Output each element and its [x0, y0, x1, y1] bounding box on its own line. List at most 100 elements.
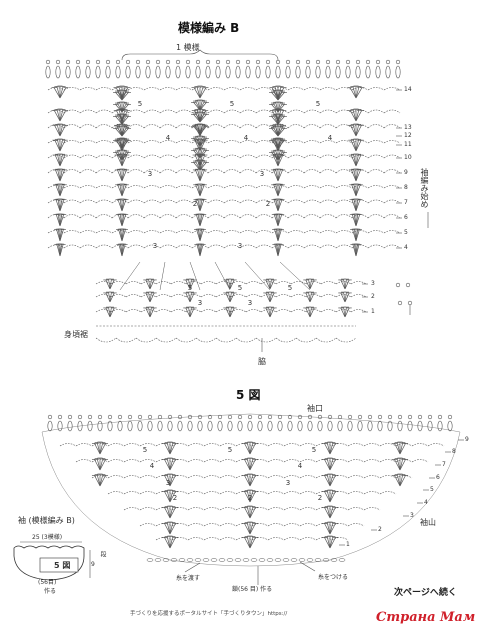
dc-stitch [225, 292, 231, 303]
dc-stitch [324, 459, 331, 471]
chain-arc [379, 459, 397, 463]
chain-arc [367, 169, 385, 174]
picot [87, 414, 93, 420]
chain-arc [143, 244, 161, 249]
picot [447, 414, 453, 420]
guide-line [244, 261, 271, 291]
dc-stitch [273, 90, 279, 101]
chain-arc [223, 109, 241, 114]
cluster-stitch [117, 420, 123, 432]
dc-stitch [59, 110, 67, 122]
dc-stitch [197, 124, 201, 135]
cluster-stitch [345, 65, 351, 79]
cluster-stitch [377, 420, 383, 432]
cluster-stitch [225, 65, 231, 79]
dc-stitch [305, 307, 311, 318]
dc-stitch [355, 154, 359, 167]
chain-arc [251, 537, 269, 541]
chain-arc [267, 507, 285, 511]
chain-arc [215, 294, 232, 298]
chain-arc [171, 507, 189, 511]
picot [165, 59, 171, 65]
dc-stitch [119, 150, 123, 161]
chain-arc [79, 185, 97, 189]
cluster-stitch [127, 420, 133, 432]
chain-arc [125, 309, 142, 313]
dc-stitch [199, 102, 207, 111]
dc-stitch [329, 537, 336, 549]
picot [317, 414, 323, 420]
chain-arc [335, 185, 353, 189]
dc-stitch [109, 292, 115, 303]
row-number-5: 5 [404, 229, 408, 236]
chain-arc [303, 154, 321, 159]
dc-stitch [343, 279, 346, 290]
cluster-stitch [105, 65, 111, 79]
chain-arc [175, 154, 193, 159]
chain-arc [187, 459, 205, 463]
dc-stitch [185, 292, 191, 303]
cluster-stitch [157, 420, 163, 432]
chain-arc [251, 475, 269, 479]
chain-stitch [298, 558, 306, 562]
dc-stitch [329, 522, 334, 535]
chain-arc [271, 244, 289, 249]
dc-stitch [229, 292, 232, 303]
dc-stitch [277, 102, 281, 113]
fig5-row-number-2: 2 [378, 526, 382, 533]
picot [395, 282, 401, 288]
dc-stitch [275, 114, 279, 125]
dc-stitch [340, 307, 346, 318]
figure-5-title: 5 図 [236, 388, 261, 402]
chain-arc [223, 154, 241, 159]
chain-arc [155, 507, 173, 511]
chain-arc [363, 443, 381, 447]
chain-arc [319, 109, 337, 114]
dc-stitch [59, 87, 67, 99]
chain-arc [367, 124, 385, 129]
dc-stitch [353, 154, 357, 167]
dc-stitch [109, 292, 112, 303]
dc-stitch [277, 116, 285, 125]
dc-stitch [352, 109, 357, 122]
stitch-count: 3 [248, 299, 252, 307]
dc-stitch [277, 184, 281, 197]
picot [135, 59, 141, 65]
chain-arc [239, 230, 257, 234]
guide-line [119, 261, 141, 291]
dc-stitch [399, 474, 404, 487]
chain-arc [383, 199, 401, 204]
dc-stitch [148, 292, 151, 303]
picot [407, 300, 413, 306]
dc-stitch [277, 90, 281, 101]
picot [65, 59, 71, 65]
dc-stitch [249, 523, 256, 535]
dc-stitch [195, 169, 201, 182]
dc-stitch [115, 128, 123, 137]
chain-arc [215, 309, 232, 313]
chain-arc [207, 154, 225, 159]
dc-stitch [121, 169, 127, 182]
dc-stitch [59, 214, 65, 227]
chain-arc [239, 214, 257, 219]
dc-stitch [164, 537, 171, 549]
dc-stitch [355, 169, 361, 182]
dc-stitch [329, 442, 334, 455]
dc-stitch [99, 443, 106, 455]
dc-stitch [269, 307, 275, 318]
chain-stitch [242, 558, 250, 562]
chain-arc [283, 523, 301, 527]
picot [67, 414, 73, 420]
dc-stitch [353, 184, 357, 197]
dc-stitch [309, 279, 312, 290]
stitch-count: 5 [230, 100, 234, 108]
dc-stitch [121, 104, 129, 113]
dc-stitch [329, 443, 336, 455]
dc-stitch [355, 110, 363, 122]
sleeve-cap-label: 袖山 [420, 518, 436, 527]
chain-arc [115, 337, 137, 343]
dc-stitch [121, 140, 129, 149]
picot [197, 414, 203, 420]
chain-arc [219, 491, 237, 495]
dc-stitch [277, 114, 281, 125]
